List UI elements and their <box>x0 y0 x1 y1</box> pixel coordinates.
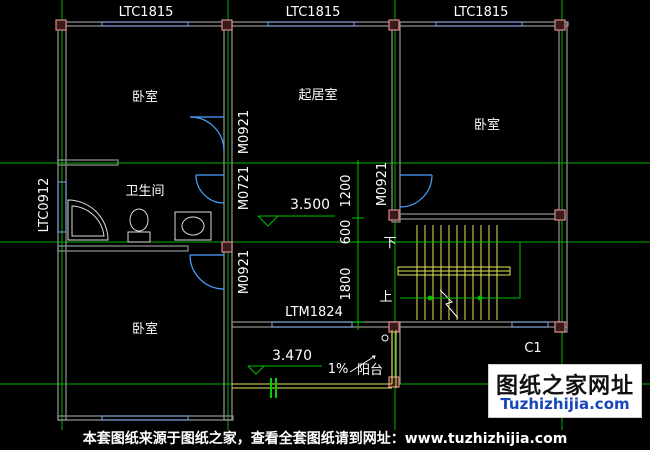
door-swings <box>189 116 433 290</box>
dimension-line <box>352 160 364 330</box>
room-label-bedroom-right: 卧室 <box>474 117 500 133</box>
level-label-floor: 3.500 <box>290 197 330 213</box>
room-label-living-room: 起居室 <box>298 87 337 103</box>
dimension-label-600: 600 <box>339 220 354 245</box>
bathroom-fixtures <box>67 199 212 243</box>
window-label-top-left: LTC1815 <box>119 5 174 20</box>
room-label-balcony: 阳台 <box>357 363 383 378</box>
window-label-balcony-door: LTM1824 <box>285 305 343 320</box>
dimension-label-1200: 1200 <box>339 174 354 207</box>
room-label-bathroom: 卫生间 <box>125 184 164 199</box>
door-label-bedroom-right: M0921 <box>375 162 390 206</box>
walls <box>57 21 569 421</box>
window-label-top-right: LTC1815 <box>454 5 509 20</box>
room-label-bedroom-top-left: 卧室 <box>132 89 158 105</box>
window-bands <box>57 21 549 421</box>
stair-arrows <box>400 241 521 301</box>
balcony-outline <box>232 330 397 389</box>
stair-label-up: 上 <box>379 290 392 305</box>
watermark-url[interactable]: Tuzhizhijia.com <box>500 395 630 413</box>
window-label-left-bath: LTC0912 <box>37 178 52 233</box>
drain-pipe <box>270 378 277 398</box>
window-label-top-middle: LTC1815 <box>286 5 341 20</box>
door-label-bedroom-top: M0921 <box>237 110 252 154</box>
level-label-balcony: 3.470 <box>272 348 312 364</box>
stair-label-down: 下 <box>383 236 396 251</box>
watermark-title: 图纸之家网址 <box>495 374 634 399</box>
watermark-box: 图纸之家网址 Tuzhizhijia.com <box>488 364 642 418</box>
door-label-bathroom: M0721 <box>237 166 252 210</box>
door-label-bedroom-bottom: M0921 <box>237 250 252 294</box>
level-markers <box>247 215 376 375</box>
columns <box>55 19 566 388</box>
floor-drain-icon <box>381 334 389 342</box>
room-label-bedroom-bottom-left: 卧室 <box>132 321 158 337</box>
dimension-label-1800: 1800 <box>339 267 354 300</box>
slope-label: 1% <box>328 362 349 377</box>
window-label-stair: C1 <box>524 341 541 356</box>
source-notice: 本套图纸来源于图纸之家，查看全套图纸请到网址：www.tuzhizhijia.c… <box>82 431 568 447</box>
staircase <box>397 225 511 320</box>
